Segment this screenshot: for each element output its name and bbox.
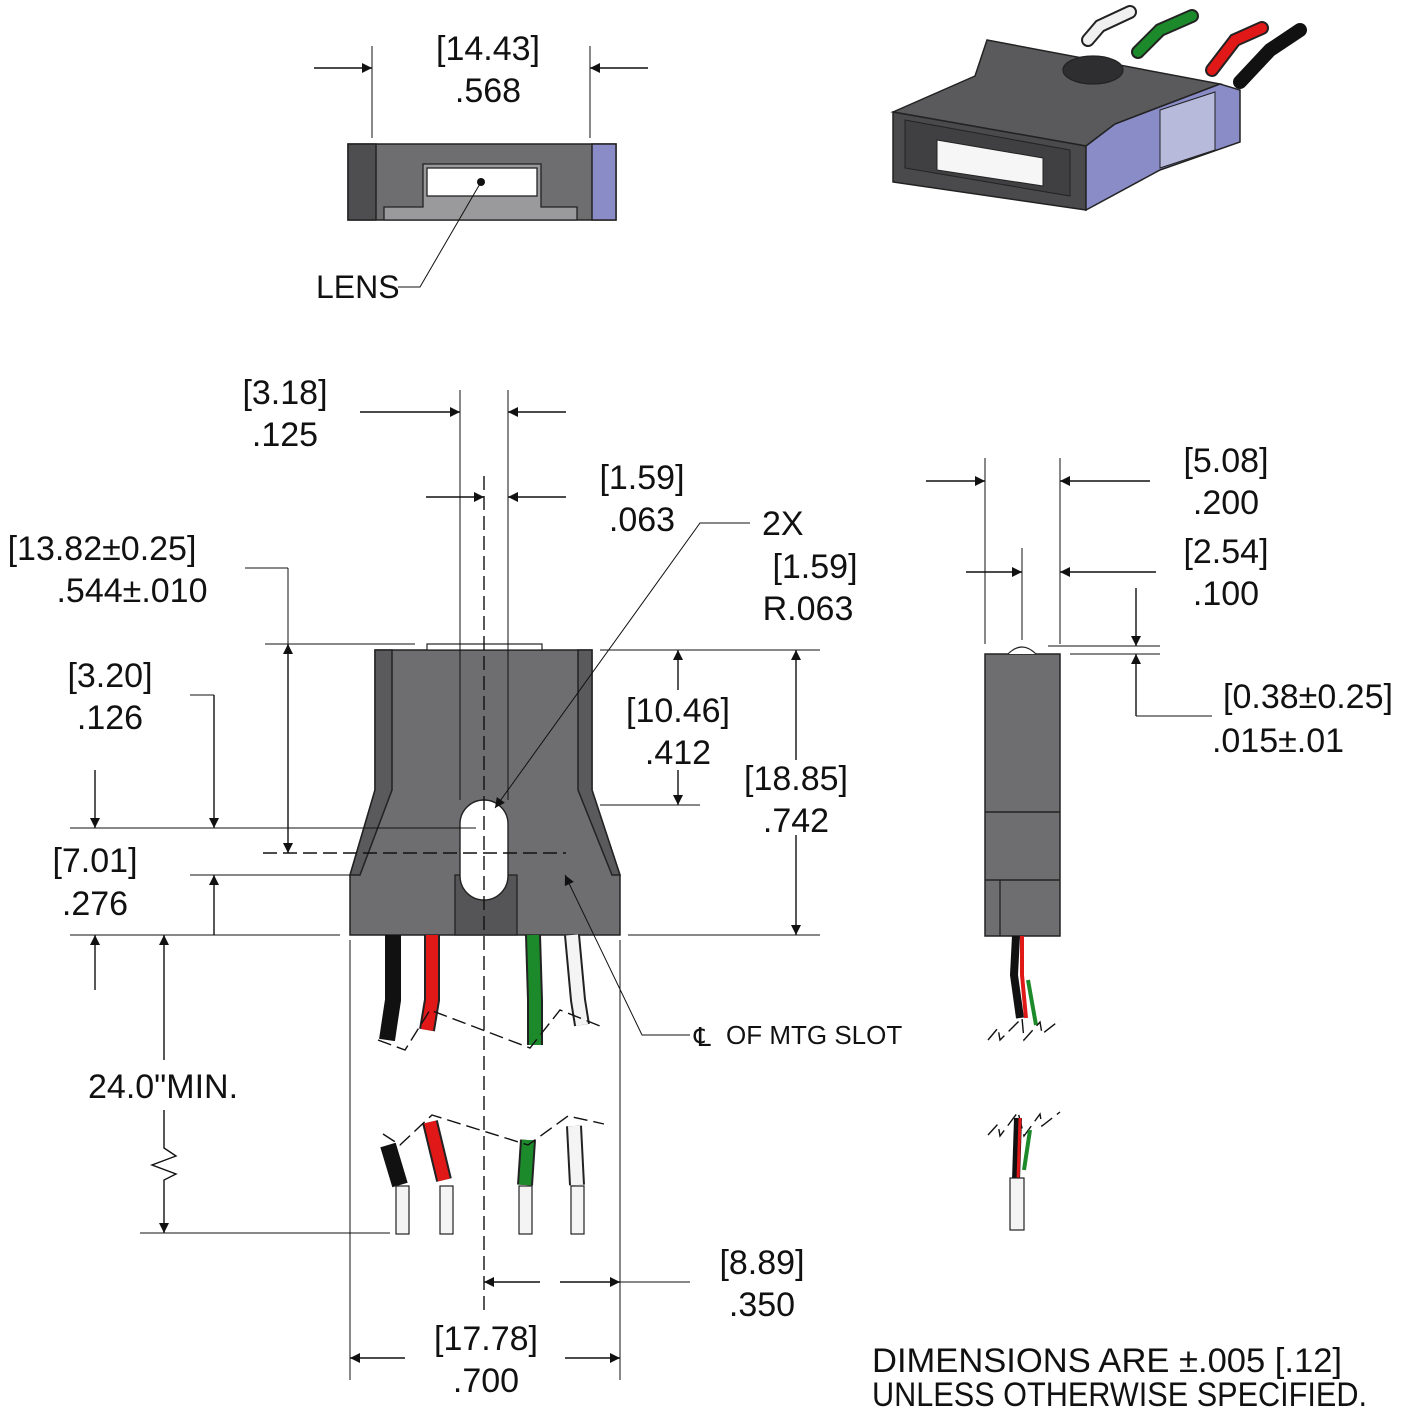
notes: DIMENSIONS ARE ±.005 [.12] UNLESS OTHERW… — [872, 1342, 1367, 1414]
width-in: .700 — [453, 1362, 519, 1400]
body-length-mm: [18.85] — [744, 760, 848, 798]
radius-in: R.063 — [763, 590, 854, 628]
lens-label: LENS — [316, 269, 400, 305]
slot-width-mm: [3.18] — [242, 374, 327, 412]
protrusion-mm: [0.38±0.25] — [1223, 678, 1393, 716]
slot-half-mm: [1.59] — [599, 459, 684, 497]
lens-center-in: .100 — [1193, 575, 1259, 613]
overall-height-in: .544±.010 — [56, 572, 207, 610]
slot-offset-mm: [3.20] — [67, 657, 152, 695]
main-view: [3.18] .125 [1.59] .063 2X [1.59] R.063 … — [8, 374, 903, 1400]
width-mm: [17.78] — [434, 1320, 538, 1358]
centerline-symbol: ℄ — [693, 1022, 711, 1052]
top-to-slot-in: .412 — [645, 734, 711, 772]
radius-mm: [1.59] — [772, 548, 857, 586]
side-view: [5.08] .200 [2.54] .100 [0.38±0.25] .015… — [926, 442, 1393, 1231]
lens-center-mm: [2.54] — [1183, 533, 1268, 571]
radius-qty: 2X — [762, 505, 804, 543]
note-line-2: UNLESS OTHERWISE SPECIFIED. — [872, 1376, 1367, 1414]
base-height-mm: [7.01] — [52, 842, 137, 880]
top-to-slot-mm: [10.46] — [626, 692, 730, 730]
front-view: [14.43] .568 LENS — [314, 30, 648, 305]
half-width-in: .350 — [729, 1286, 795, 1324]
protrusion-in: .015±.01 — [1212, 722, 1344, 760]
slot-half-in: .063 — [609, 501, 675, 539]
front-width-mm: [14.43] — [436, 30, 540, 68]
note-line-1: DIMENSIONS ARE ±.005 [.12] — [872, 1342, 1342, 1380]
body-length-in: .742 — [763, 802, 829, 840]
base-height-in: .276 — [62, 885, 128, 923]
thickness-in: .200 — [1193, 484, 1259, 522]
thickness-mm: [5.08] — [1183, 442, 1268, 480]
half-width-mm: [8.89] — [719, 1244, 804, 1282]
slot-center-label: OF MTG SLOT — [726, 1020, 902, 1050]
slot-width-in: .125 — [252, 416, 318, 454]
isometric-view — [890, 5, 1307, 212]
slot-offset-in: .126 — [77, 699, 143, 737]
overall-height-mm: [13.82±0.25] — [8, 530, 197, 568]
front-width-in: .568 — [455, 72, 521, 110]
wire-length: 24.0"MIN. — [88, 1068, 238, 1106]
